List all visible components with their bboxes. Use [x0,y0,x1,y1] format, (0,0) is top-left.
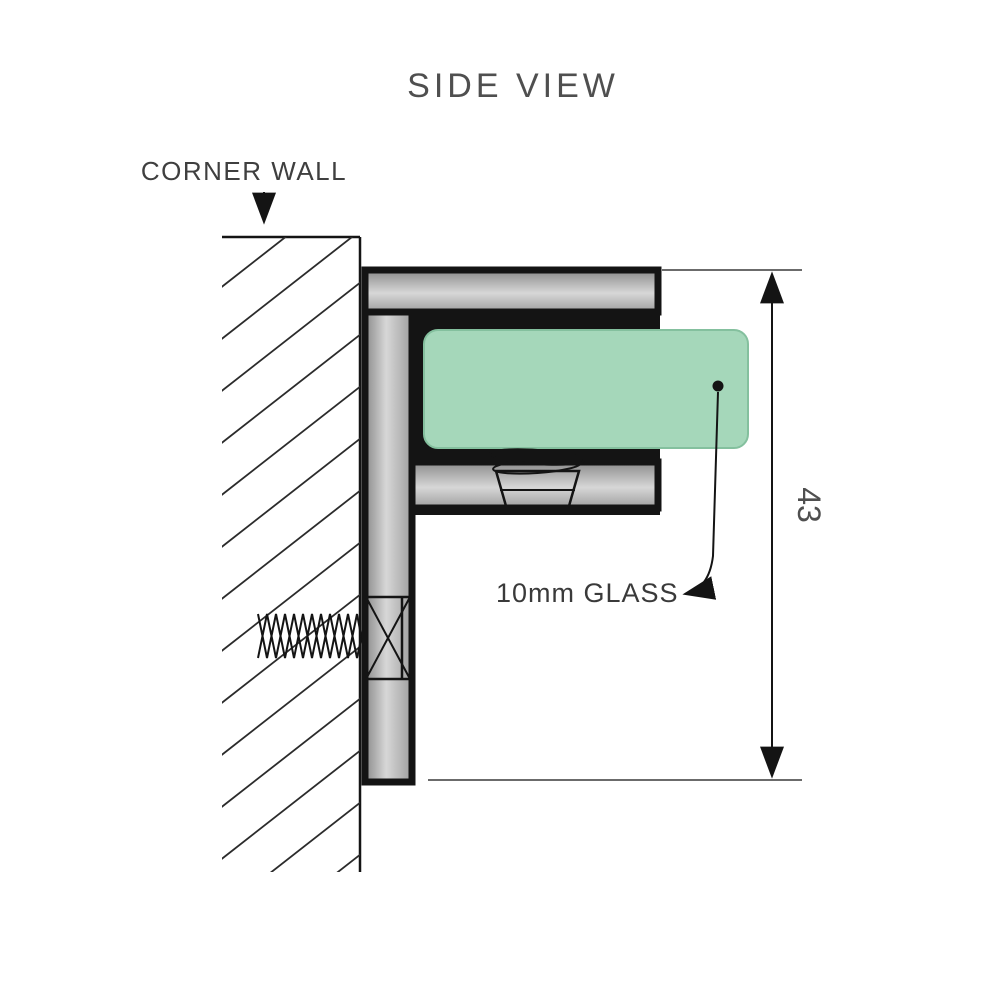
set-screw-thread-upper [489,448,585,466]
callout-dot [712,380,724,392]
clamp-bottom-arm [408,458,662,512]
page-title: SIDE VIEW [407,67,619,105]
corner-wall-callout: CORNER WALL [141,156,347,225]
wall-screw [257,595,412,681]
height-dimension: 43 [428,269,827,781]
dimension-value: 43 [791,487,827,523]
set-screw-thread-lower [492,457,582,475]
wall-section [222,235,362,872]
clamp-wall-leg [361,266,416,786]
screw-head-body [364,595,412,681]
glass-panel [423,329,749,449]
set-screw [489,448,585,508]
glass-callout: 10mm GLASS [496,380,724,608]
screw-thread-zigzag-a [257,613,364,659]
callout-leader-line [682,391,719,600]
set-screw-seat [494,469,581,508]
corner-wall-label: CORNER WALL [141,156,347,186]
glass-label: 10mm GLASS [496,578,679,608]
screw-thread-zigzag-b [257,613,364,659]
clamp-top-arm [361,266,662,316]
wall-hatching [222,237,360,872]
